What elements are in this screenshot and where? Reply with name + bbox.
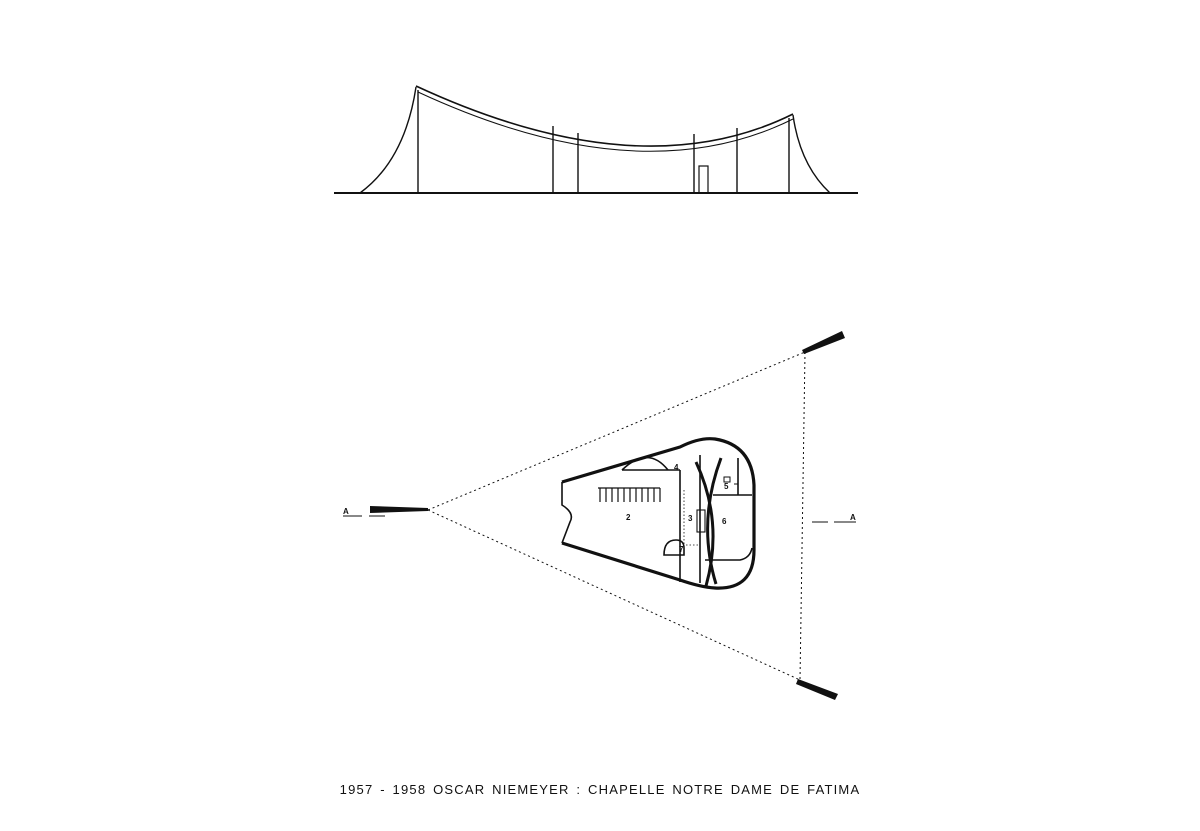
section-marker-label: A <box>343 507 349 516</box>
right-roof-leg <box>792 114 831 194</box>
room-label-5: 5 <box>724 482 729 491</box>
room-label-3: 3 <box>688 514 693 523</box>
curved-wall-b <box>706 457 723 585</box>
left-leg-footing <box>370 506 428 513</box>
chapel-outer-wall <box>561 437 756 590</box>
elevation-drawing <box>334 85 858 194</box>
room-label-4: 4 <box>674 463 679 472</box>
dotted-edge-right <box>799 351 806 681</box>
room-label-6: 6 <box>722 517 727 526</box>
section-marker-right: A <box>812 513 856 523</box>
altar <box>696 509 706 533</box>
plan-drawing: A A <box>343 331 856 700</box>
bottom-leg-footing <box>796 679 838 700</box>
roof-curve-lower <box>417 91 794 152</box>
section-marker-left: A <box>343 507 385 517</box>
pews <box>598 487 661 502</box>
dotted-edge-bottom <box>427 509 801 681</box>
room-label-2: 2 <box>626 513 631 522</box>
room-4-arc <box>621 456 669 471</box>
room-6-wall <box>705 547 753 561</box>
dotted-edge-top <box>427 351 806 511</box>
curved-wall-a <box>694 461 715 587</box>
room-label-7: 7 <box>679 545 684 554</box>
left-roof-leg <box>359 86 417 194</box>
top-leg-footing <box>802 331 845 354</box>
room-5-box <box>723 476 731 483</box>
drawing-caption: 1957 - 1958 OSCAR NIEMEYER : CHAPELLE NO… <box>339 782 861 797</box>
room-7-niche <box>663 539 685 556</box>
section-marker-label: A <box>850 513 856 522</box>
roof-curve-upper <box>415 85 794 147</box>
nave-front-wall <box>561 482 573 544</box>
door <box>698 165 709 194</box>
